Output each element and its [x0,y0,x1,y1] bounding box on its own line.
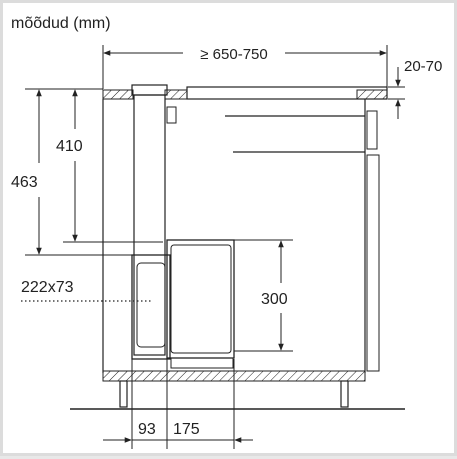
dim-thickness-label: 20-70 [404,58,442,75]
dim-93-label: 93 [138,421,156,438]
duct-cutout-box [131,254,171,360]
duct-connector [166,106,177,124]
worktop-middle [164,89,188,100]
leg-right [340,380,349,408]
fan-unit-inner [170,244,232,354]
fan-unit [166,239,235,359]
dim-width-label: ≥ 650-750 [200,46,267,63]
diagram-title: mõõdud (mm) [11,15,111,32]
dim-463-label: 463 [11,174,38,191]
dim-300-label: 300 [261,291,288,308]
dim-175-label: 175 [173,421,200,438]
leg-left [119,380,128,408]
duct-cutout-inner [136,262,166,348]
fan-unit-base [170,357,234,369]
cutout-label: 222x73 [21,279,74,296]
extraction-duct [133,94,166,356]
worktop-right [356,89,388,100]
front-door-panel [366,154,380,372]
front-drawer-panel [366,110,378,150]
installation-drawing: mõõdud (mm) ≥ 650-750 20-70 463 4 [11,15,442,449]
worktop-left [102,89,134,100]
dim-410-label: 410 [56,138,83,155]
duct-top-grille [131,84,168,96]
